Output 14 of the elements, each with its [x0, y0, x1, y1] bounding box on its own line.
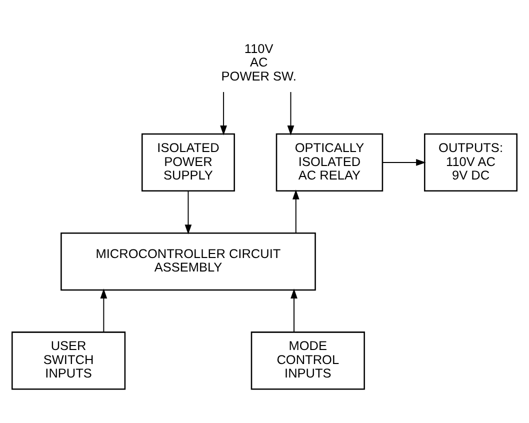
node-box: ISOLATED POWER SUPPLY	[141, 132, 235, 192]
node-box: MICROCONTROLLER CIRCUIT ASSEMBLY	[60, 232, 316, 290]
arrow	[290, 288, 298, 332]
arrow	[292, 189, 300, 233]
arrow	[287, 91, 294, 135]
arrow	[184, 190, 192, 234]
node-box: OUTPUTS: 110V AC 9V DC	[424, 132, 518, 192]
arrow	[220, 91, 227, 135]
node-box: USER SWITCH INPUTS	[12, 331, 126, 390]
arrow	[382, 158, 426, 166]
arrow	[100, 288, 108, 332]
node-text: 110V AC POWER SW.	[221, 40, 296, 83]
node-box: OPTICALLY ISOLATED AC RELAY	[276, 132, 384, 192]
node-box: MODE CONTROL INPUTS	[250, 331, 365, 390]
